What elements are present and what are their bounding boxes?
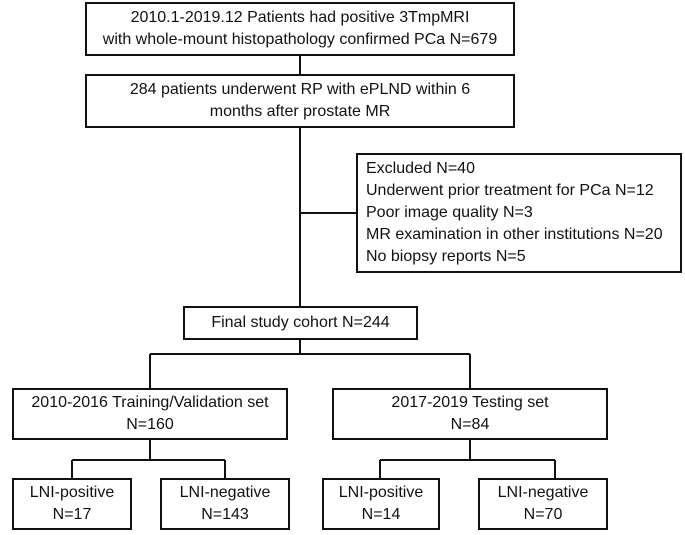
cohort-label: Final study cohort N=244: [211, 314, 390, 331]
excluded-reason: No biopsy reports N=5: [366, 248, 526, 265]
screening-line-2: with whole-mount histopathology confirme…: [102, 31, 498, 48]
excluded-reason: MR examination in other institutions N=2…: [366, 226, 663, 243]
testing-lni-positive-count: N=14: [361, 506, 401, 523]
testing-lni-negative-box: LNI-negative N=70: [478, 478, 608, 530]
training-lni-positive-label: LNI-positive: [29, 484, 115, 501]
training-lni-negative-count: N=143: [201, 506, 249, 523]
testing-lni-positive-label: LNI-positive: [338, 484, 424, 501]
surgery-line-2: months after prostate MR: [209, 103, 391, 120]
testing-lni-negative-label: LNI-negative: [497, 484, 589, 501]
training-box: 2010-2016 Training/Validation set N=160: [12, 388, 288, 440]
testing-line-2: N=84: [450, 416, 490, 433]
training-lni-negative-label: LNI-negative: [179, 484, 271, 501]
testing-line-1: 2017-2019 Testing set: [391, 394, 549, 411]
excluded-title: Excluded N=40: [366, 160, 475, 177]
surgery-box: 284 patients underwent RP with ePLND wit…: [85, 74, 515, 128]
surgery-line-1: 284 patients underwent RP with ePLND wit…: [129, 81, 471, 98]
testing-box: 2017-2019 Testing set N=84: [332, 388, 608, 440]
training-lni-positive-box: LNI-positive N=17: [12, 478, 132, 530]
excluded-reason: Underwent prior treatment for PCa N=12: [366, 182, 654, 199]
cohort-box: Final study cohort N=244: [183, 306, 418, 340]
training-lni-negative-box: LNI-negative N=143: [160, 478, 290, 530]
training-line-2: N=160: [126, 416, 174, 433]
excluded-reason: Poor image quality N=3: [366, 204, 533, 221]
testing-lni-negative-count: N=70: [523, 506, 563, 523]
excluded-box: Excluded N=40 Underwent prior treatment …: [356, 153, 682, 273]
screening-line-1: 2010.1-2019.12 Patients had positive 3Tm…: [130, 9, 470, 26]
screening-box: 2010.1-2019.12 Patients had positive 3Tm…: [85, 2, 515, 56]
training-line-1: 2010-2016 Training/Validation set: [31, 394, 269, 411]
training-lni-positive-count: N=17: [52, 506, 92, 523]
testing-lni-positive-box: LNI-positive N=14: [322, 478, 440, 530]
